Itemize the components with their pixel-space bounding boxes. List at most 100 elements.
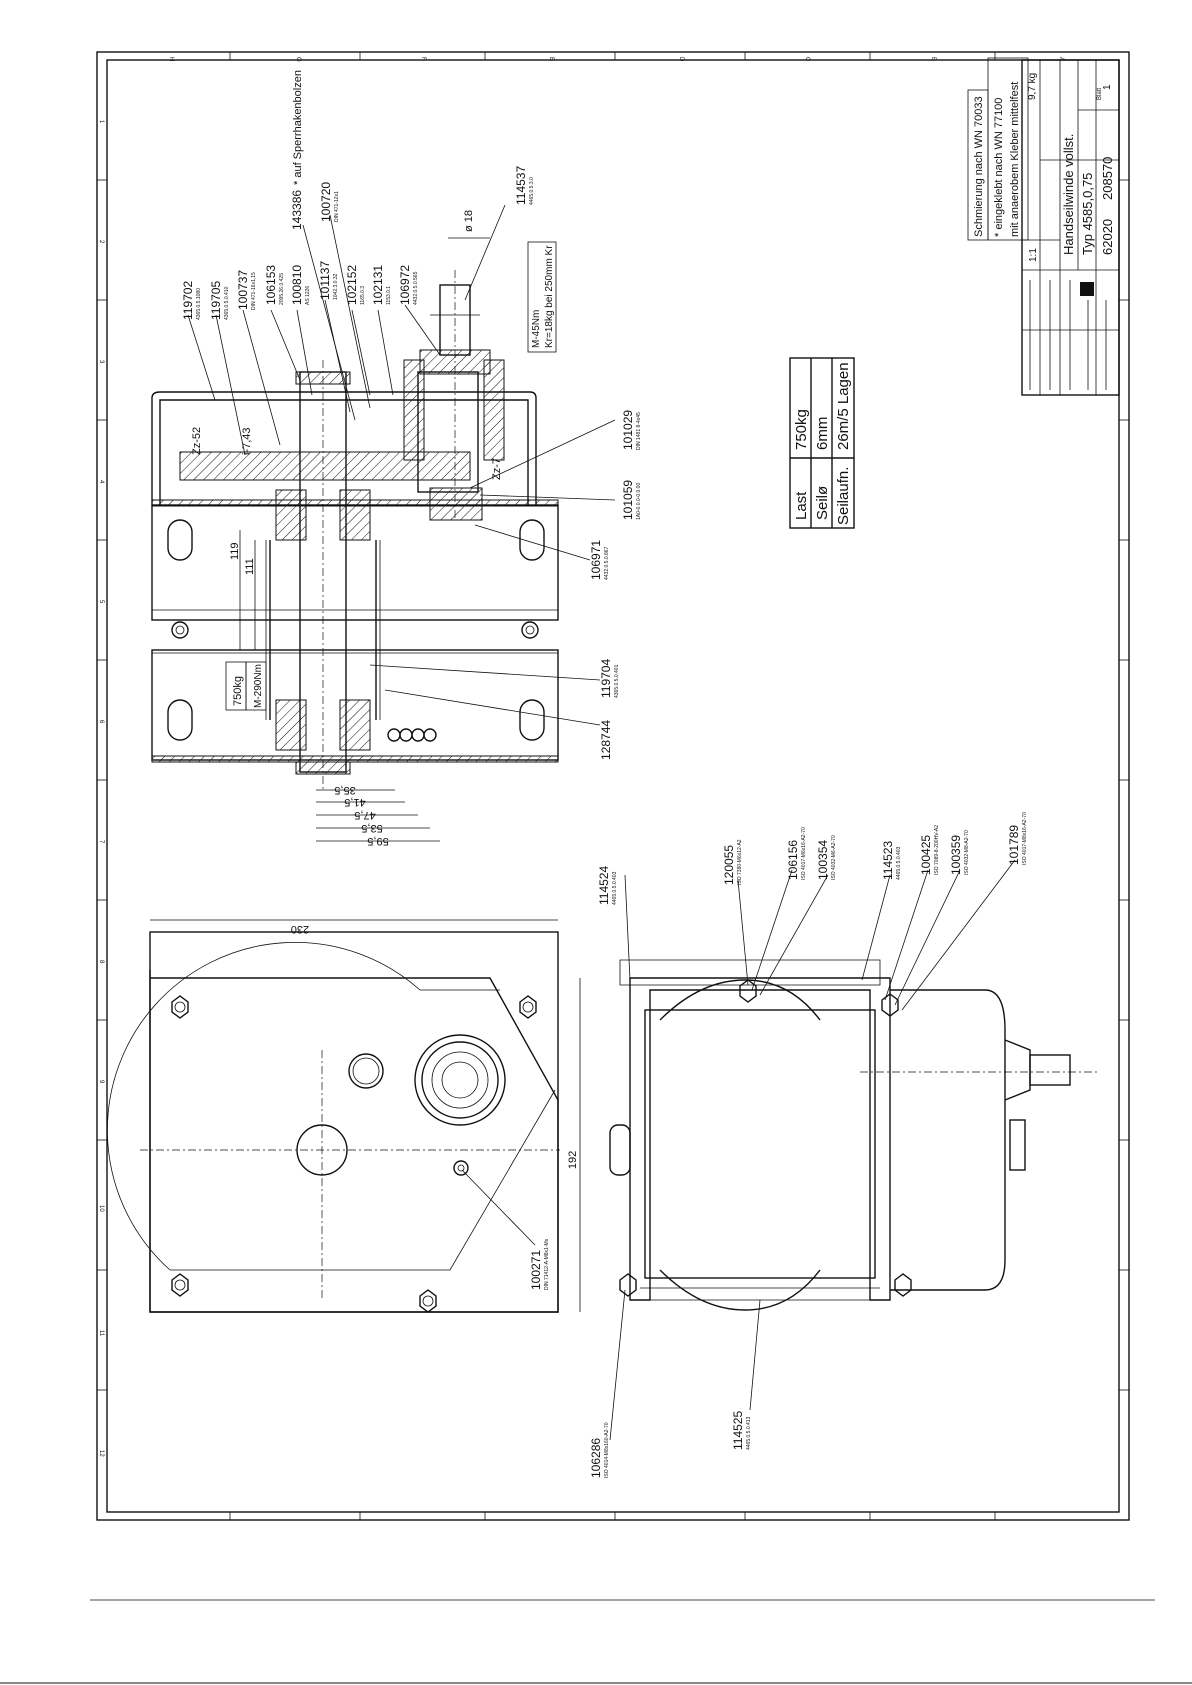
dim-192: 192 xyxy=(567,1151,579,1169)
dim-35-5: 35,5 xyxy=(334,784,355,796)
part-number: 114537 xyxy=(514,166,528,205)
part-spec: 4465.0.5.3.0 xyxy=(529,177,535,205)
inner-frame xyxy=(106,59,1120,1513)
adhesive-note-1: * eingeklebt nach WN 77100 xyxy=(993,98,1005,237)
grid-number: 4 xyxy=(98,480,104,484)
part-number: 128744 xyxy=(599,720,613,760)
spec-value-rope-diameter: 6mm xyxy=(814,417,831,450)
load-label: 750kg xyxy=(232,676,244,706)
grid-number: 7 xyxy=(98,840,104,844)
grid-ticks xyxy=(97,52,1129,1520)
leader-lines xyxy=(187,204,616,726)
spec-label-load: Last xyxy=(793,491,810,520)
part-number: 143386 xyxy=(290,190,304,230)
callouts-section-right: 101029 DIN 1481 8-4x45 101059 1A0-0.0.0-… xyxy=(589,410,642,760)
spec-value-load: 750kg xyxy=(793,409,810,450)
grid-number: 2 xyxy=(98,240,104,244)
grid-number: 6 xyxy=(98,720,104,724)
grid-letters: H G F E D C B A 1 2 3 4 5 6 7 8 9 10 11 … xyxy=(98,57,1064,1457)
torque-note: M-45Nm Kr=18kg bei 250mm Kr xyxy=(527,241,557,353)
title-block: 9,7 kg 1:1 Handseilwinde vollst. Typ 458… xyxy=(1021,59,1120,396)
part-spec: 4465.0.5.0.403 xyxy=(896,846,902,880)
gear-label-zz7: Zz-7 xyxy=(491,458,503,480)
hex-bolt xyxy=(171,995,537,1313)
part-number: 100737 xyxy=(236,270,250,310)
gear-label-zz52: Zz-52 xyxy=(191,427,203,455)
weight: 9,7 kg xyxy=(1027,73,1038,100)
part-number: 114525 xyxy=(731,1411,745,1450)
grid-letter: E xyxy=(548,57,554,61)
moment-label: M-290Nm xyxy=(253,664,264,708)
section-view: Zz-52 i-7,43 Zz-7 119 111 750kg M-290Nm xyxy=(151,210,559,847)
torque-note-line-1: M-45Nm xyxy=(531,310,542,348)
part-number: 106972 xyxy=(398,265,412,305)
part-note: * auf Sperrhakenbolzen xyxy=(292,70,304,185)
callouts-top: 119702 4365.0.5.1080 119705 4365.0.5.0.4… xyxy=(181,70,535,320)
part-number: 120055 xyxy=(722,845,736,885)
part-spec: ISO 7380-M6x12-A2 xyxy=(737,839,743,885)
part-number: 100425 xyxy=(919,835,933,875)
part-spec: ISO 7089-8-200HV-A2 xyxy=(934,825,940,875)
part-spec: 4465.0.5.0.413 xyxy=(746,1416,752,1450)
part-number: 119704 xyxy=(599,659,613,698)
sheet-number: 1 xyxy=(1102,84,1113,90)
grid-number: 9 xyxy=(98,1080,104,1084)
part-spec: ISO 4017-M6x16-A2-70 xyxy=(801,827,807,880)
grid-letter: A xyxy=(1058,57,1064,61)
part-spec: 1A0-0.0.0-0.0.00 xyxy=(636,483,642,520)
lubrication-note: Schmierung nach WN 70033 xyxy=(973,96,985,237)
part-spec: DIN 471-12x1 xyxy=(334,191,340,222)
grid-number: 8 xyxy=(98,960,104,964)
part-spec: ISO 4032-M6-A2-70 xyxy=(831,835,837,880)
part-spec: 4365.0.5.0.401 xyxy=(614,664,620,698)
part-number: 114523 xyxy=(881,841,895,880)
dim-111: 111 xyxy=(244,558,256,575)
callouts-side-view: 114524 4465.0.5.0.403 120055 ISO 7380-M6… xyxy=(589,812,1028,1478)
part-number: 119705 xyxy=(209,281,223,320)
part-number: 100354 xyxy=(816,840,830,880)
spec-label-rope-diameter: Seilø xyxy=(814,486,831,520)
part-spec: ISO 4032-M8-A2-70 xyxy=(964,830,970,875)
part-spec: 4465.0.5.0.403 xyxy=(612,871,618,905)
part-spec: AS 1226 xyxy=(305,286,311,305)
part-number: 100810 xyxy=(290,265,304,305)
part-number: 100359 xyxy=(949,835,963,875)
part-spec: ISO 4017-M8x16-A2-70 xyxy=(1022,812,1028,865)
part-spec: 1042.3.0.32 xyxy=(333,273,339,300)
order-number: 62020 xyxy=(1100,219,1115,255)
part-number: 101059 xyxy=(621,480,635,520)
outer-frame xyxy=(96,51,1130,1521)
part-number: 100271 xyxy=(529,1250,543,1290)
grid-number: 5 xyxy=(98,600,104,604)
part-spec: 4365.0.5.1080 xyxy=(196,288,202,320)
part-spec: 2095.26.0.425 xyxy=(279,273,285,305)
part-spec: 4365.0.5.0.410 xyxy=(224,286,230,320)
side-view: 192 xyxy=(567,859,1100,1441)
dim-47-5: 47,5 xyxy=(354,809,375,821)
part-number: 106153 xyxy=(264,265,278,305)
grid-letter: B xyxy=(930,57,936,61)
part-number: 106971 xyxy=(589,540,603,580)
drawing-number: 208570 xyxy=(1100,157,1115,200)
grid-letter: G xyxy=(295,57,301,62)
grid-letter: F xyxy=(420,57,426,61)
part-spec: 4432.0.5.0.565 xyxy=(413,271,419,305)
grid-letter: D xyxy=(678,57,684,62)
part-spec: DIN 471-16x1,15 xyxy=(251,272,257,310)
grid-letter: H xyxy=(168,57,174,61)
sheet-label: Blatt xyxy=(1097,88,1103,100)
part-spec: ISO 4014-M8x160-A2-70 xyxy=(604,1422,610,1478)
dim-230: 230 xyxy=(291,923,309,935)
part-number: 106286 xyxy=(589,1438,603,1478)
gear-label-ratio: i-7,43 xyxy=(241,427,253,455)
scale: 1:1 xyxy=(1028,248,1039,262)
part-number: 119702 xyxy=(181,281,195,320)
spec-value-rope-capacity: 26m/5 Lagen xyxy=(835,362,852,450)
part-number: 101789 xyxy=(1007,825,1021,865)
adhesive-note-2: mit anaerobem Kleber mittelfest xyxy=(1009,82,1021,237)
grid-number: 1 xyxy=(98,120,104,124)
dim-59-5: 59,5 xyxy=(367,835,388,847)
drawing-title-2: Typ 4585,0,75 xyxy=(1080,173,1095,255)
bottom-dimensions: 35,5 41,5 47,5 53,5 59,5 xyxy=(316,784,440,847)
